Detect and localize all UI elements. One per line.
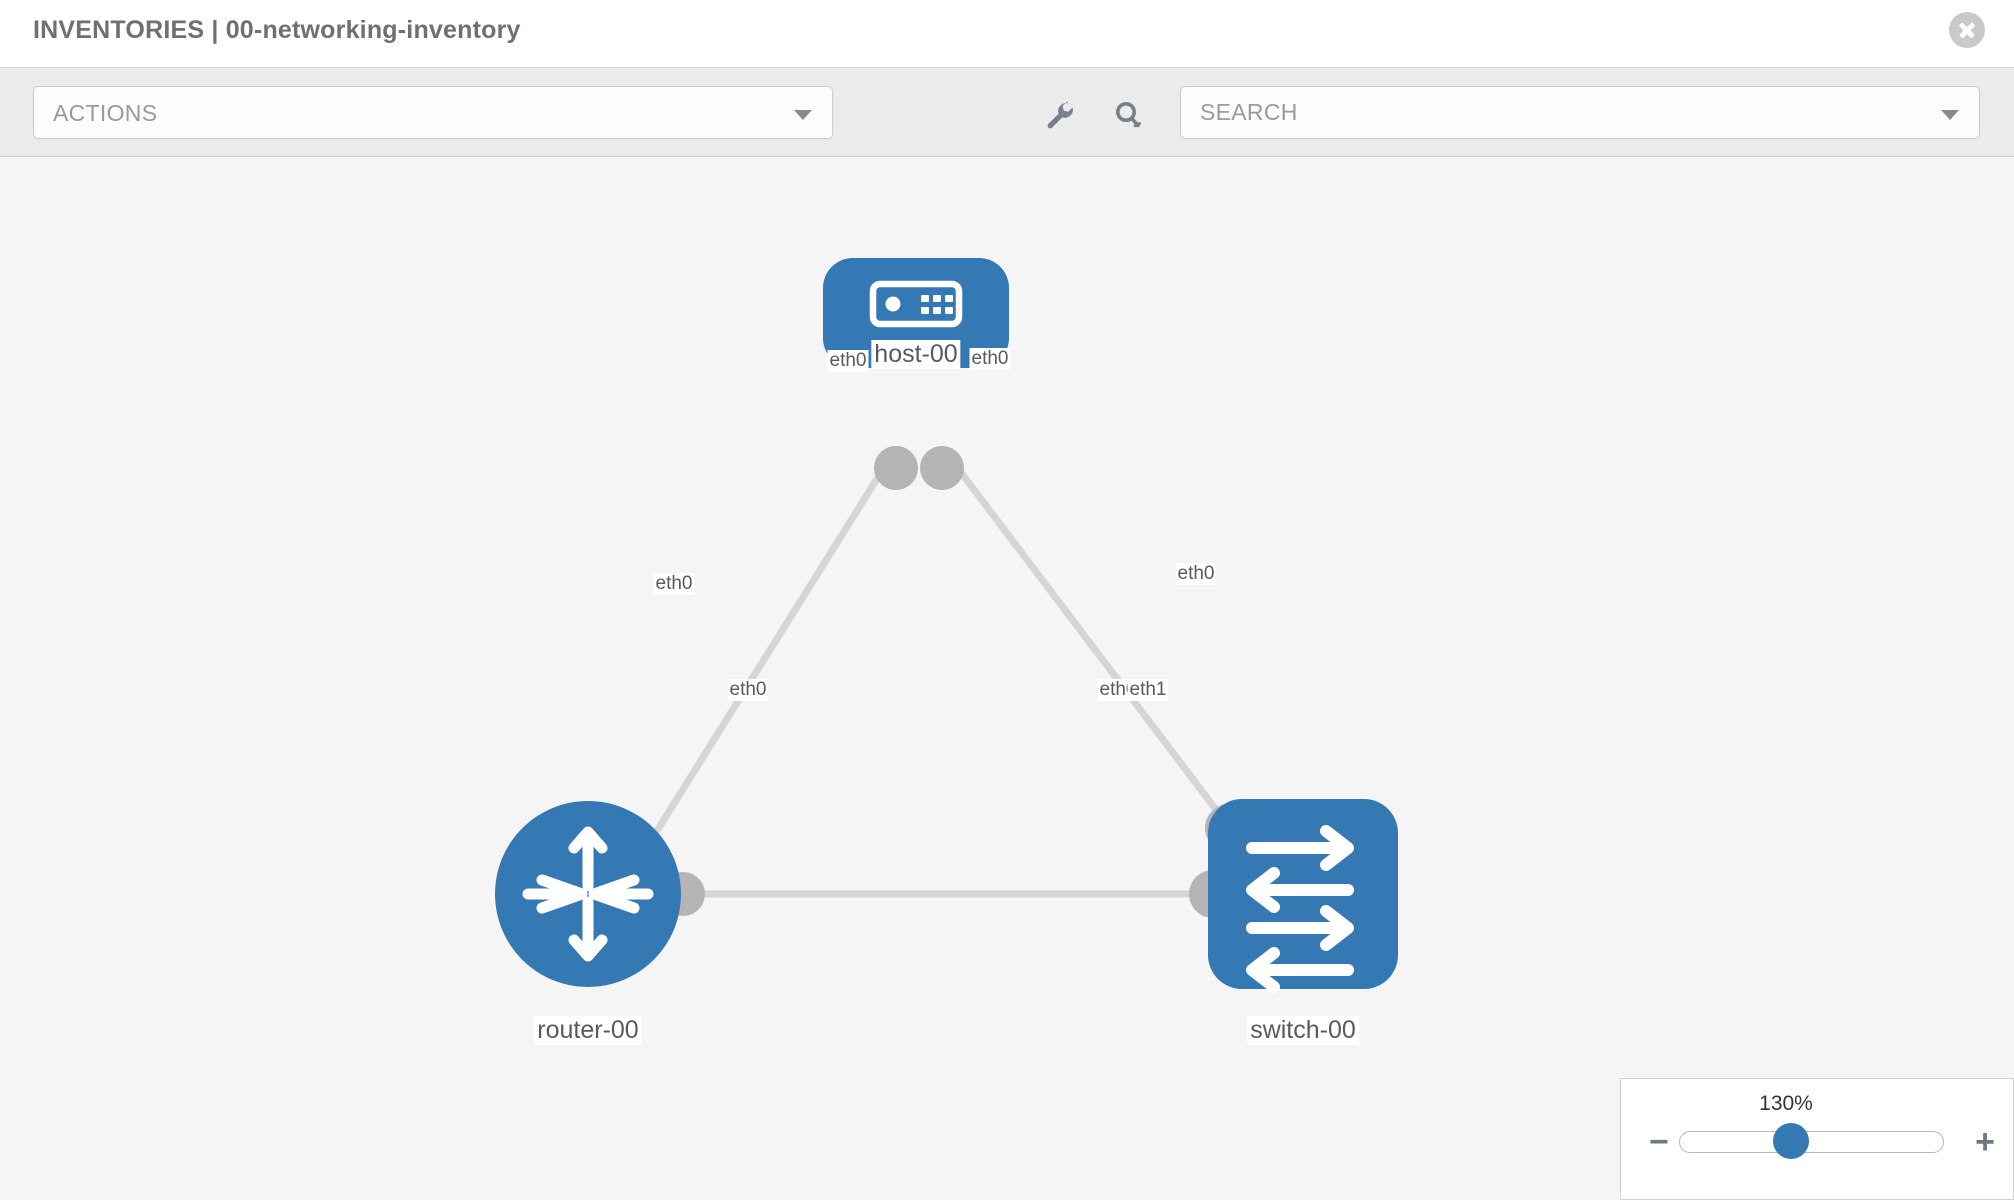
key-search-icon[interactable] xyxy=(1111,98,1145,132)
actions-dropdown[interactable]: ACTIONS xyxy=(33,86,833,139)
topology-graph xyxy=(495,258,1398,993)
search-input[interactable] xyxy=(1198,87,1918,138)
zoom-slider-track[interactable] xyxy=(1679,1131,1944,1153)
node-label-host-00: host-00 xyxy=(871,340,961,369)
node-label-router-00: router-00 xyxy=(534,1016,642,1045)
chevron-down-icon[interactable] xyxy=(1941,110,1959,120)
connector-host-right xyxy=(920,446,964,490)
switch-arrows-icon xyxy=(1246,825,1354,993)
zoom-level-label: 130% xyxy=(1759,1092,1813,1115)
actions-dropdown-label: ACTIONS xyxy=(53,100,158,126)
edge-host-switch xyxy=(947,455,1248,851)
iface-label-host-eth0-right: eth0 xyxy=(969,348,1011,370)
wrench-icon[interactable] xyxy=(1043,98,1077,132)
topology-canvas[interactable]: host-00 router-00 switch-00 eth0 eth0 et… xyxy=(0,158,2014,1200)
plus-icon[interactable]: + xyxy=(1975,1123,1995,1161)
chevron-down-icon xyxy=(794,110,812,120)
node-switch-00[interactable] xyxy=(1208,799,1398,993)
zoom-slider-thumb[interactable] xyxy=(1773,1123,1809,1159)
iface-label-router-eth0: eth0 xyxy=(727,679,769,701)
iface-label-host-eth0-left: eth0 xyxy=(827,350,869,372)
zoom-control-panel: 130% − + xyxy=(1620,1078,2014,1200)
iface-label-router-uplink-eth0: eth0 xyxy=(653,573,695,595)
window-titlebar: INVENTORIES | 00-networking-inventory xyxy=(0,0,2014,68)
node-label-switch-00: switch-00 xyxy=(1247,1016,1359,1045)
search-field[interactable] xyxy=(1180,86,1980,139)
server-icon xyxy=(869,280,963,328)
node-router-00[interactable] xyxy=(495,801,681,987)
minus-icon[interactable]: − xyxy=(1649,1123,1669,1161)
connector-host-left xyxy=(874,446,918,490)
node-host-00[interactable] xyxy=(823,258,1009,368)
edge-group xyxy=(637,455,1248,898)
toolbar: ACTIONS xyxy=(0,68,2014,157)
edge-host-router xyxy=(637,456,893,860)
iface-label-switch-uplink-eth0: eth0 xyxy=(1175,563,1217,585)
router-arrows-icon xyxy=(522,826,654,962)
page-title: INVENTORIES | 00-networking-inventory xyxy=(33,16,521,44)
iface-label-switch-eth1: eth1 xyxy=(1127,679,1169,701)
close-icon[interactable] xyxy=(1949,12,1985,48)
